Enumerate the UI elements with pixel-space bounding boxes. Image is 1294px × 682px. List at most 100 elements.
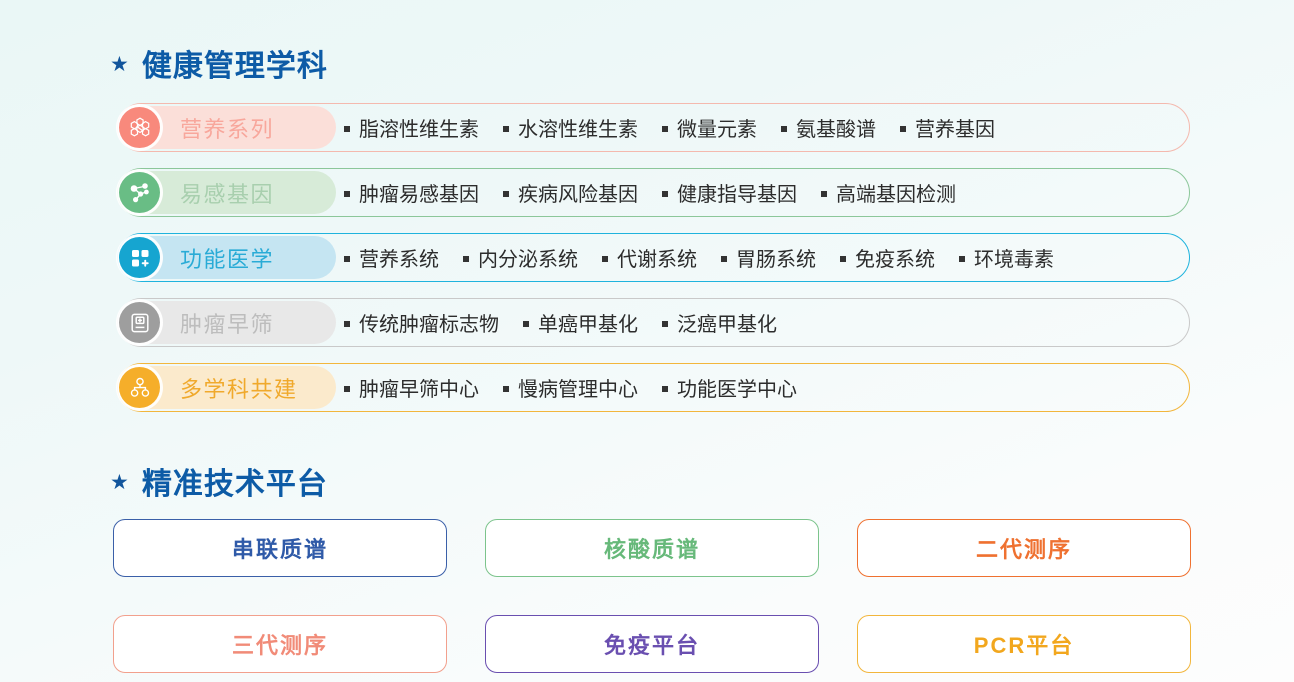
platform-button-label: 串联质谱	[231, 537, 328, 562]
discipline-label: 易感基因	[180, 181, 275, 207]
bullet-square-icon	[503, 125, 509, 132]
discipline-item[interactable]: 泛癌甲基化	[662, 308, 777, 337]
org-people-icon	[119, 367, 160, 408]
discipline-item-label: 水溶性维生素	[518, 119, 638, 141]
discipline-item-label: 高端基因检测	[836, 184, 956, 206]
platform-button[interactable]: 三代测序	[113, 615, 447, 673]
discipline-badge[interactable]: 易感基因	[119, 171, 336, 214]
bullet-square-icon	[821, 190, 827, 197]
platform-button-label: 三代测序	[231, 633, 328, 658]
discipline-row-outline	[117, 103, 1190, 152]
discipline-item[interactable]: 环境毒素	[959, 243, 1054, 272]
discipline-item[interactable]: 传统肿瘤标志物	[344, 308, 499, 337]
bullet-square-icon	[503, 385, 509, 392]
bullet-square-icon	[344, 320, 350, 327]
discipline-row[interactable]: 功能医学 营养系统 内分泌系统 代谢系统 胃肠系统 免疫系统 环境毒素	[117, 233, 1190, 282]
discipline-item[interactable]: 营养基因	[900, 113, 995, 142]
report-plusminus-icon	[119, 302, 160, 343]
discipline-badge[interactable]: 功能医学	[119, 236, 336, 279]
discipline-item[interactable]: 肿瘤易感基因	[344, 178, 479, 207]
discipline-item-label: 氨基酸谱	[796, 119, 876, 141]
discipline-item[interactable]: 水溶性维生素	[503, 113, 638, 142]
bullet-square-icon	[344, 255, 350, 262]
discipline-item[interactable]: 脂溶性维生素	[344, 113, 479, 142]
discipline-row-outline	[117, 298, 1190, 347]
bullet-square-icon	[662, 125, 668, 132]
discipline-item-label: 单癌甲基化	[538, 314, 638, 336]
bullet-square-icon	[840, 255, 846, 262]
discipline-item[interactable]: 单癌甲基化	[523, 308, 638, 337]
discipline-badge[interactable]: 多学科共建	[119, 366, 336, 409]
discipline-item[interactable]: 氨基酸谱	[781, 113, 876, 142]
discipline-row-outline	[117, 233, 1190, 282]
discipline-label: 功能医学	[180, 246, 275, 272]
bullet-square-icon	[344, 385, 350, 392]
discipline-item[interactable]: 微量元素	[662, 113, 757, 142]
discipline-row-outline	[117, 363, 1190, 412]
discipline-item[interactable]: 代谢系统	[602, 243, 697, 272]
discipline-item-label: 泛癌甲基化	[677, 314, 777, 336]
bullet-square-icon	[662, 190, 668, 197]
discipline-row-list: 营养系列 脂溶性维生素 水溶性维生素 微量元素 氨基酸谱 营养基因 易感基因 肿瘤易感基因 疾…	[117, 103, 1190, 428]
discipline-badge[interactable]: 肿瘤早筛	[119, 301, 336, 344]
platform-button-label: 核酸质谱	[603, 537, 700, 562]
discipline-item-label: 代谢系统	[617, 249, 697, 271]
discipline-item-list: 肿瘤早筛中心 慢病管理中心 功能医学中心	[344, 373, 821, 402]
discipline-item[interactable]: 疾病风险基因	[503, 178, 638, 207]
bullet-square-icon	[463, 255, 469, 262]
platform-button[interactable]: 免疫平台	[485, 615, 819, 673]
bullet-square-icon	[344, 125, 350, 132]
platform-button-label: PCR平台	[973, 633, 1075, 658]
section-title-text: 精准技术平台	[141, 468, 328, 501]
bullet-square-icon	[662, 320, 668, 327]
discipline-item-label: 环境毒素	[974, 249, 1054, 271]
discipline-item-label: 微量元素	[677, 119, 757, 141]
discipline-item-label: 营养基因	[915, 119, 995, 141]
bullet-square-icon	[959, 255, 965, 262]
discipline-item[interactable]: 胃肠系统	[721, 243, 816, 272]
star-icon: ★	[110, 470, 130, 494]
discipline-item[interactable]: 高端基因检测	[821, 178, 956, 207]
star-icon: ★	[110, 52, 130, 76]
bullet-square-icon	[503, 190, 509, 197]
discipline-item[interactable]: 免疫系统	[840, 243, 935, 272]
discipline-item-list: 脂溶性维生素 水溶性维生素 微量元素 氨基酸谱 营养基因	[344, 113, 1019, 142]
discipline-item[interactable]: 营养系统	[344, 243, 439, 272]
bullet-square-icon	[721, 255, 727, 262]
discipline-item-label: 营养系统	[359, 249, 439, 271]
discipline-item[interactable]: 慢病管理中心	[503, 373, 638, 402]
discipline-item[interactable]: 功能医学中心	[662, 373, 797, 402]
platform-button-label: 二代测序	[975, 537, 1072, 562]
discipline-item-label: 脂溶性维生素	[359, 119, 479, 141]
discipline-row[interactable]: 营养系列 脂溶性维生素 水溶性维生素 微量元素 氨基酸谱 营养基因	[117, 103, 1190, 152]
platform-button[interactable]: 核酸质谱	[485, 519, 819, 577]
discipline-item[interactable]: 健康指导基因	[662, 178, 797, 207]
discipline-item-list: 肿瘤易感基因 疾病风险基因 健康指导基因 高端基因检测	[344, 178, 980, 207]
discipline-item[interactable]: 肿瘤早筛中心	[344, 373, 479, 402]
bullet-square-icon	[662, 385, 668, 392]
section-title-text: 健康管理学科	[141, 50, 328, 83]
platform-button[interactable]: 串联质谱	[113, 519, 447, 577]
discipline-label: 肿瘤早筛	[180, 311, 275, 337]
bullet-square-icon	[523, 320, 529, 327]
discipline-badge[interactable]: 营养系列	[119, 106, 336, 149]
page-title-health-disciplines: ★ 健康管理学科	[110, 41, 328, 85]
bullet-square-icon	[781, 125, 787, 132]
discipline-item-label: 肿瘤易感基因	[359, 184, 479, 206]
platform-button[interactable]: PCR平台	[857, 615, 1191, 673]
discipline-row-outline	[117, 168, 1190, 217]
discipline-item-label: 胃肠系统	[736, 249, 816, 271]
discipline-row[interactable]: 肿瘤早筛 传统肿瘤标志物 单癌甲基化 泛癌甲基化	[117, 298, 1190, 347]
platform-button[interactable]: 二代测序	[857, 519, 1191, 577]
discipline-item[interactable]: 内分泌系统	[463, 243, 578, 272]
bullet-square-icon	[900, 125, 906, 132]
discipline-item-label: 功能医学中心	[677, 379, 797, 401]
discipline-row[interactable]: 多学科共建肿瘤早筛中心 慢病管理中心 功能医学中心	[117, 363, 1190, 412]
discipline-row[interactable]: 易感基因 肿瘤易感基因 疾病风险基因 健康指导基因 高端基因检测	[117, 168, 1190, 217]
discipline-item-list: 传统肿瘤标志物 单癌甲基化 泛癌甲基化	[344, 308, 801, 337]
discipline-label: 营养系列	[180, 116, 275, 142]
discipline-item-label: 传统肿瘤标志物	[359, 314, 499, 336]
discipline-item-label: 健康指导基因	[677, 184, 797, 206]
discipline-item-label: 慢病管理中心	[518, 379, 638, 401]
molecule-node-icon	[119, 172, 160, 213]
